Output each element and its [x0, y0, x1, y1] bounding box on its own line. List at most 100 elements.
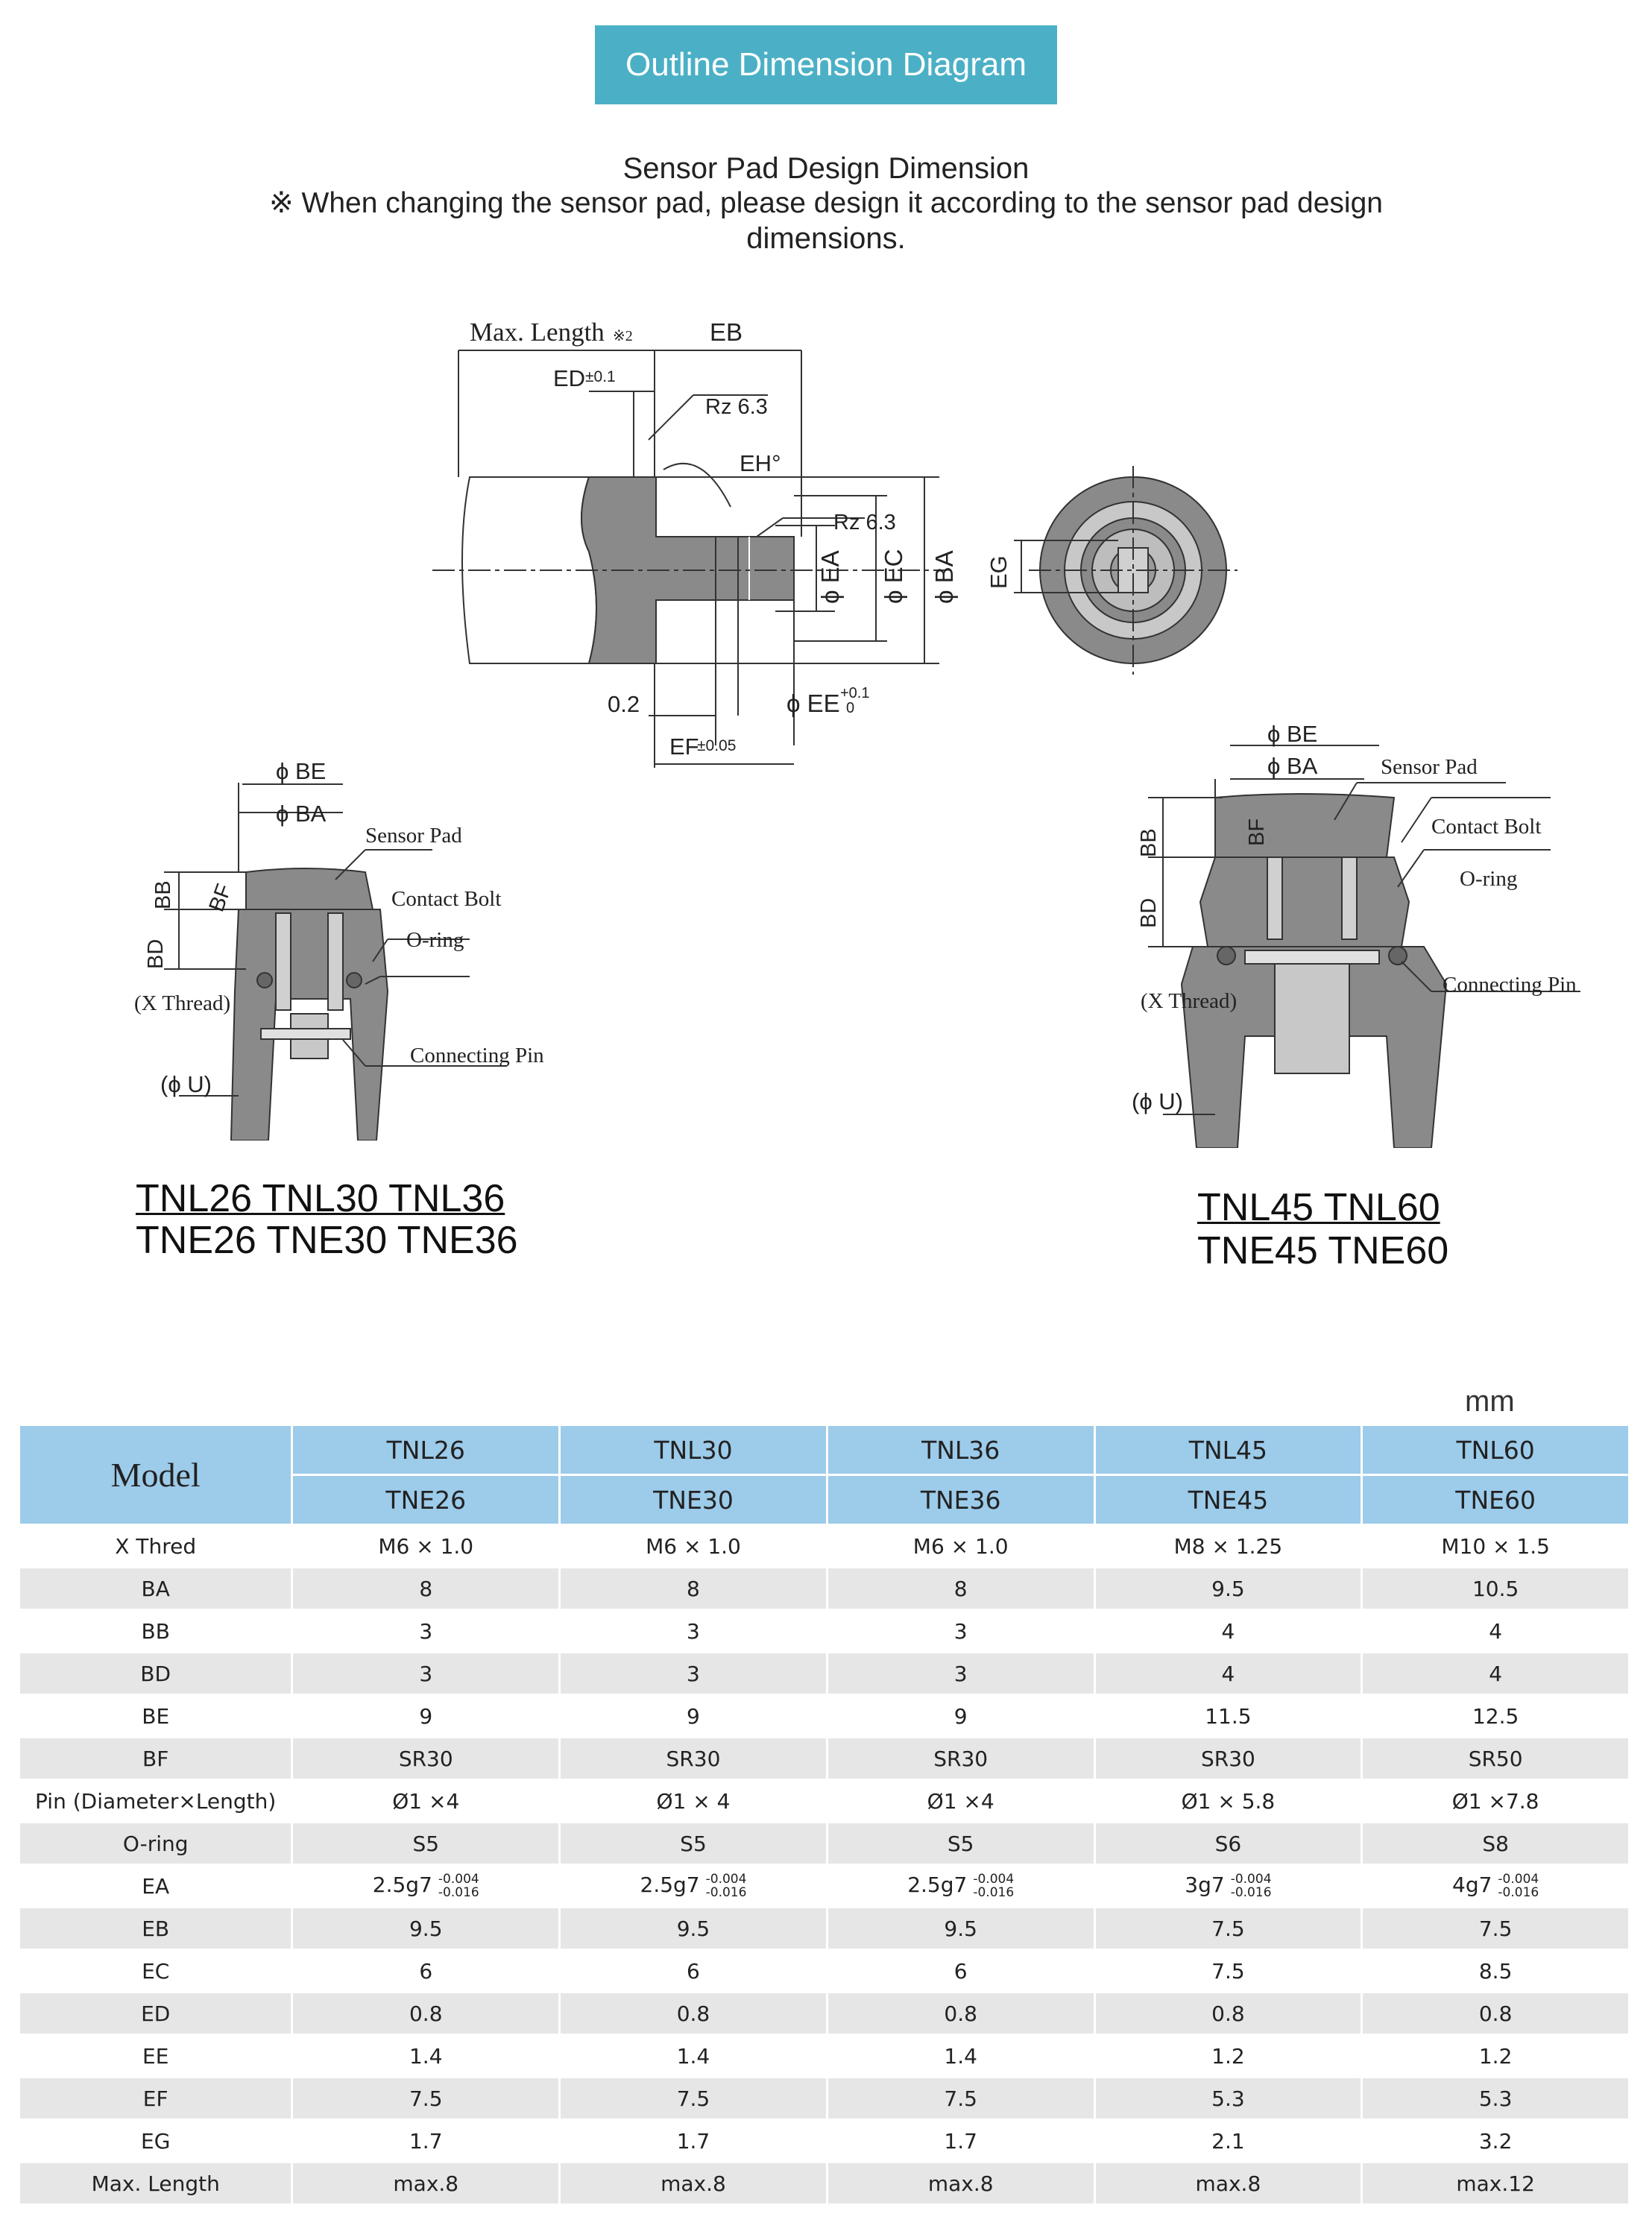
table-cell: 1.7: [291, 2119, 561, 2163]
row-label: BE: [20, 1694, 294, 1738]
ea-tolerance: -0.004-0.016: [706, 1873, 747, 1899]
table-cell: S6: [1094, 1822, 1363, 1866]
table-cell: 9.5: [291, 1907, 561, 1951]
table-cell: Ø1 ×7.8: [1361, 1779, 1630, 1823]
table-cell: 9: [827, 1694, 1096, 1738]
label-eb: EB: [710, 318, 743, 346]
table-cell: 8: [559, 1567, 828, 1611]
label-ed: ED: [553, 365, 585, 391]
table-cell: 3: [291, 1609, 561, 1653]
table-cell: 5.3: [1361, 2077, 1630, 2121]
label-note-2: ※2: [613, 328, 633, 344]
table-cell: 0.8: [827, 1992, 1096, 2036]
table-cell: 5.3: [1094, 2077, 1363, 2121]
ea-tolerance: -0.004-0.016: [438, 1873, 479, 1899]
subtitle-line-2: ※ When changing the sensor pad, please d…: [269, 187, 1383, 219]
label-contact-bolt: Contact Bolt: [391, 887, 501, 911]
table-cell: S5: [559, 1822, 828, 1866]
label-ea: ϕ EA: [816, 550, 844, 604]
label-rz-lower: Rz 6.3: [833, 511, 896, 534]
table-cell: SR30: [1094, 1737, 1363, 1781]
label-max-length: Max. Length: [470, 318, 605, 347]
table-cell: 3: [827, 1609, 1096, 1653]
ea-tolerance: -0.004-0.016: [973, 1873, 1014, 1899]
label-ba: ϕ BA: [930, 550, 958, 604]
label-ba: ϕ BA: [276, 801, 327, 827]
table-cell: 1.7: [559, 2119, 828, 2163]
ea-value: 2.5g7: [640, 1873, 700, 1897]
label-ec: ϕ EC: [880, 549, 907, 605]
label-bb: BB: [151, 880, 175, 909]
subtitle-line-1: Sensor Pad Design Dimension: [622, 152, 1030, 185]
table-cell: 8: [291, 1567, 561, 1611]
table-cell: 1.2: [1361, 2034, 1630, 2078]
table-cell: 4: [1094, 1652, 1363, 1696]
row-label: O-ring: [20, 1822, 294, 1866]
row-label: BB: [20, 1609, 294, 1653]
label-rz-upper: Rz 6.3: [705, 395, 768, 419]
row-label: EB: [20, 1907, 294, 1951]
table-cell: 7.5: [1094, 1949, 1363, 1993]
model-tne-26: TNE26: [291, 1474, 561, 1526]
row-label: EC: [20, 1949, 294, 1993]
table-cell: M6 × 1.0: [291, 1524, 561, 1568]
table-cell: 3: [559, 1652, 828, 1696]
tol-lower: -0.016: [1230, 1885, 1272, 1900]
label-ee-tol-lower: 0: [846, 700, 854, 716]
table-cell: 2.5g7-0.004-0.016: [827, 1864, 1096, 1908]
label-ee-tol-upper: +0.1: [840, 685, 869, 701]
label-bd: BD: [144, 939, 168, 969]
large-model-diagram: ϕ BE ϕ BA Sensor Pad BB BD BF Contact Bo…: [1132, 721, 1580, 1148]
table-cell: 7.5: [559, 2077, 828, 2121]
label-o-ring: O-ring: [1460, 867, 1517, 891]
label-ee: ϕ EE: [786, 690, 840, 717]
table-cell: 0.8: [1361, 1992, 1630, 2036]
tol-upper: -0.004: [1230, 1872, 1272, 1887]
tol-upper: -0.004: [1498, 1872, 1539, 1887]
table-cell: M10 × 1.5: [1361, 1524, 1630, 1568]
table-cell: 3g7-0.004-0.016: [1094, 1864, 1363, 1908]
ea-tolerance: -0.004-0.016: [1498, 1873, 1539, 1899]
row-label: X Thred: [20, 1524, 294, 1568]
tol-lower: -0.016: [438, 1885, 479, 1900]
label-sensor-pad: Sensor Pad: [1381, 755, 1478, 779]
model-tnl-45: TNL45: [1094, 1426, 1363, 1476]
tol-lower: -0.016: [705, 1885, 747, 1900]
label-ed-tolerance: ±0.1: [585, 368, 616, 385]
label-ef-tolerance: ±0.05: [697, 737, 736, 754]
model-tne-36: TNE36: [827, 1474, 1096, 1526]
table-cell: 1.4: [291, 2034, 561, 2078]
page-title-banner: Outline Dimension Diagram: [595, 25, 1057, 104]
label-be: ϕ BE: [1267, 721, 1317, 747]
ea-tolerance: -0.004-0.016: [1231, 1873, 1272, 1899]
table-cell: 2.5g7-0.004-0.016: [559, 1864, 828, 1908]
model-tne-60: TNE60: [1361, 1474, 1630, 1526]
table-cell: Ø1 ×4: [827, 1779, 1096, 1823]
tol-lower: -0.016: [1498, 1885, 1539, 1900]
unit-label: mm: [1465, 1385, 1515, 1418]
table-cell: 12.5: [1361, 1694, 1630, 1738]
label-eg: EG: [986, 555, 1012, 589]
table-cell: 6: [559, 1949, 828, 1993]
table-cell: 1.4: [559, 2034, 828, 2078]
table-cell: 2.1: [1094, 2119, 1363, 2163]
table-cell: S8: [1361, 1822, 1630, 1866]
tol-upper: -0.004: [973, 1872, 1015, 1887]
row-label: EA: [20, 1864, 294, 1908]
label-0-2: 0.2: [608, 691, 640, 717]
table-cell: 3: [291, 1652, 561, 1696]
table-cell: 10.5: [1361, 1567, 1630, 1611]
label-x-thread: (X Thread): [134, 991, 230, 1015]
label-eh: EH°: [740, 450, 781, 476]
label-bd: BD: [1137, 898, 1161, 928]
table-cell: 7.5: [291, 2077, 561, 2121]
